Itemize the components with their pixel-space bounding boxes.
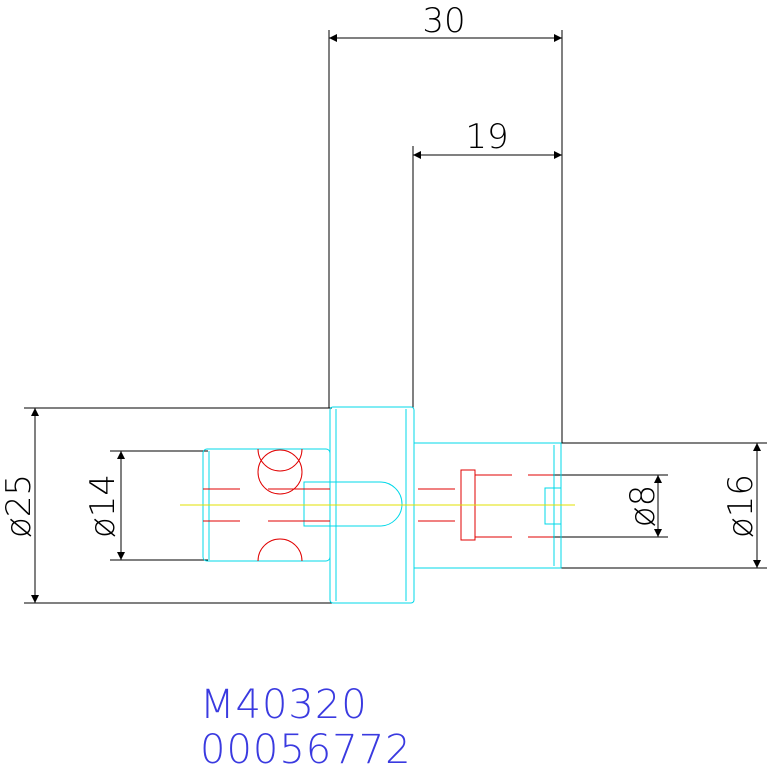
- hidden-features: [203, 448, 553, 562]
- dim-shank-diameter: [560, 442, 767, 569]
- dim-head-diameter-label: ø25: [0, 474, 39, 538]
- dim-bore-diameter-label: ø14: [83, 474, 123, 538]
- dim-shank-diameter-label: ø16: [721, 474, 761, 538]
- dim-head-diameter: [24, 407, 332, 604]
- dim-shank-length: [412, 146, 562, 408]
- dim-pin-diameter-label: ø8: [623, 485, 663, 527]
- dim-bore-diameter: [110, 450, 208, 561]
- dim-overall-length-label: 30: [422, 1, 465, 41]
- dim-overall-length: [328, 30, 563, 443]
- dim-shank-length-label: 19: [465, 117, 508, 157]
- part-number: M40320: [200, 682, 368, 728]
- dim-pin-diameter: [545, 474, 668, 538]
- part-code: 00056772: [200, 727, 412, 767]
